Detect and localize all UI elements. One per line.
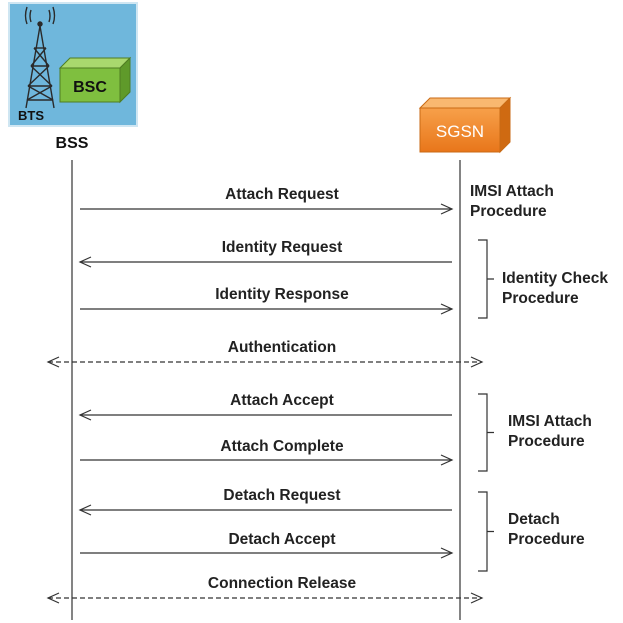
message-8: Detach Accept bbox=[80, 531, 454, 559]
arrowhead-icon bbox=[440, 454, 454, 466]
procedure-label: Detach bbox=[508, 511, 560, 528]
message-label: Identity Response bbox=[215, 286, 349, 303]
bss-node: BSC BTS bbox=[8, 2, 138, 127]
procedure-label: IMSI Attach bbox=[470, 183, 554, 200]
procedure-label: Procedure bbox=[470, 203, 547, 220]
arrowhead-icon bbox=[470, 592, 484, 604]
bts-label: BTS bbox=[18, 108, 44, 123]
arrowhead-icon bbox=[46, 592, 60, 604]
procedure-bracket bbox=[478, 491, 494, 572]
message-9: Connection Release bbox=[46, 575, 484, 604]
arrowhead-icon bbox=[440, 203, 454, 215]
procedure-label: Identity Check bbox=[502, 270, 608, 287]
message-4: Authentication bbox=[46, 339, 484, 368]
message-2: Identity Request bbox=[78, 239, 452, 268]
procedure-label: Procedure bbox=[508, 531, 585, 548]
message-5: Attach Accept bbox=[78, 392, 452, 421]
message-1: Attach Request bbox=[80, 186, 454, 215]
message-3: Identity Response bbox=[80, 286, 454, 315]
message-label: Connection Release bbox=[208, 575, 357, 592]
procedure-label: IMSI Attach bbox=[508, 413, 592, 430]
message-7: Detach Request bbox=[78, 487, 452, 516]
procedure-bracket bbox=[478, 239, 494, 319]
arrowhead-icon bbox=[46, 356, 60, 368]
sgsn-node: SGSN bbox=[418, 96, 512, 154]
message-label: Attach Request bbox=[225, 186, 339, 203]
bss-label: BSS bbox=[56, 135, 89, 152]
message-label: Authentication bbox=[228, 339, 337, 356]
message-6: Attach Complete bbox=[80, 438, 454, 466]
arrowhead-icon bbox=[470, 356, 484, 368]
arrowhead-icon bbox=[440, 303, 454, 315]
message-label: Detach Request bbox=[223, 487, 340, 504]
message-label: Attach Accept bbox=[230, 392, 334, 409]
arrowhead-icon bbox=[78, 504, 92, 516]
procedure-label: Procedure bbox=[508, 433, 585, 450]
tower-icon bbox=[24, 6, 56, 109]
message-label: Identity Request bbox=[222, 239, 343, 256]
arrowhead-icon bbox=[78, 256, 92, 268]
message-label: Detach Accept bbox=[228, 531, 335, 548]
message-label: Attach Complete bbox=[220, 438, 344, 455]
arrowhead-icon bbox=[440, 547, 454, 559]
sgsn-label: SGSN bbox=[436, 122, 484, 141]
procedure-label: Procedure bbox=[502, 290, 579, 307]
procedure-bracket bbox=[478, 393, 494, 472]
bsc-label: BSC bbox=[73, 79, 107, 96]
bsc-box: BSC bbox=[58, 56, 132, 104]
arrowhead-icon bbox=[78, 409, 92, 421]
